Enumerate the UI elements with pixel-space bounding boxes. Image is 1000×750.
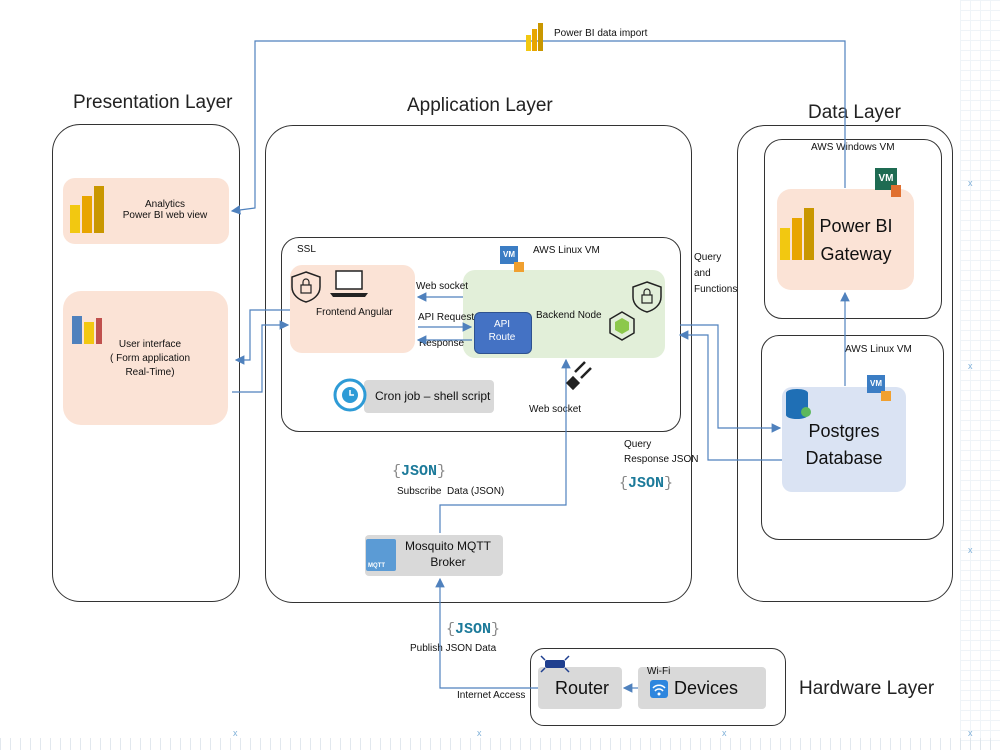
windows-vm-container	[764, 139, 942, 319]
cron-job-label: Cron job – shell script	[375, 389, 491, 403]
hardware-layer-frame	[530, 648, 786, 726]
linux-vm-container	[761, 335, 944, 540]
power-bi-icon-analytics	[70, 186, 104, 233]
data-layer-title: Data Layer	[808, 102, 901, 123]
connector-query-response	[678, 330, 782, 461]
power-bi-icon-gateway	[780, 208, 814, 260]
subscribe-label: Subscribe Data (JSON)	[397, 486, 505, 497]
json-tag-query: {JSON}	[619, 475, 674, 492]
plug-icon	[565, 361, 592, 391]
devices-label: Devices	[674, 678, 739, 698]
api-request-label: API Request	[418, 312, 475, 323]
connector-query-functions	[680, 324, 782, 433]
background-grid	[960, 0, 1000, 750]
shield-lock-icon-backend	[632, 281, 662, 313]
frontend-angular-label: Frontend Angular	[316, 307, 393, 318]
aws-windows-vm-label: AWS Windows VM	[811, 142, 895, 153]
postgres-database-label: Postgres Database	[805, 421, 883, 468]
wifi-label: Wi-Fi	[647, 666, 671, 677]
json-tag-publish: {JSON}	[446, 621, 501, 638]
shield-lock-icon-frontend	[291, 271, 321, 303]
cross-marker: x	[968, 728, 973, 738]
api-route-box	[474, 312, 532, 354]
connector-subscribe	[439, 358, 571, 533]
application-layer-frame	[265, 125, 692, 603]
aws-linux-vm-label-app: AWS Linux VM	[533, 245, 600, 256]
cross-marker: x	[233, 728, 238, 738]
hardware-layer-title: Hardware Layer	[799, 678, 935, 699]
internet-access-label: Internet Access	[457, 690, 526, 701]
connector-publish	[435, 577, 538, 689]
node-hexagon-icon	[609, 311, 635, 341]
vm-sub-badge-windows	[891, 185, 901, 197]
vm-sub-badge-app	[514, 262, 524, 272]
postgres-db-icon	[786, 389, 811, 419]
analytics-label: Analytics Power BI web view	[122, 199, 208, 221]
response-label: Response	[419, 338, 465, 349]
user-interface-box	[63, 291, 228, 425]
vm-sub-badge-data	[881, 391, 891, 401]
ui-form-icon	[72, 316, 102, 344]
laptop-icon	[330, 270, 368, 297]
backend-node-label: Backend Node	[536, 310, 602, 321]
router-icon	[540, 655, 570, 673]
vm-badge-data: VM	[867, 375, 885, 393]
aws-linux-vm-label-data: AWS Linux VM	[845, 344, 912, 355]
query-response-label: Query Response JSON	[624, 439, 699, 465]
json-tag-subscribe: {JSON}	[392, 463, 447, 480]
connector-ui-frontend-2	[232, 320, 290, 393]
query-functions-label: Query and Functions	[694, 252, 738, 295]
cross-marker: x	[968, 178, 973, 188]
cron-job-box	[364, 380, 494, 413]
cross-marker: x	[722, 728, 727, 738]
cross-marker: x	[968, 361, 973, 371]
vm-badge-app: VM	[500, 246, 518, 264]
connector-ui-frontend-1	[234, 309, 290, 365]
cross-marker: x	[968, 545, 973, 555]
presentation-layer-title: Presentation Layer	[73, 92, 233, 113]
ssl-label: SSL	[297, 244, 316, 255]
mqtt-icon: MQTT	[366, 539, 396, 571]
application-layer-title: Application Layer	[407, 95, 553, 116]
api-route-label: API Route	[488, 319, 516, 343]
web-socket-top-label: Web socket	[416, 281, 469, 292]
cron-clock-icon	[333, 378, 367, 412]
cross-marker: x	[477, 728, 482, 738]
web-socket-bottom-label: Web socket	[529, 404, 582, 415]
power-bi-gateway-label: Power BI Gateway	[819, 216, 893, 264]
publish-json-label: Publish JSON Data	[410, 643, 497, 654]
background-grid-bottom	[0, 738, 1000, 750]
wifi-icon	[650, 680, 668, 698]
router-box	[538, 667, 622, 709]
user-interface-label: User interface ( Form application Real-T…	[109, 339, 191, 378]
connector-powerbi-import	[230, 40, 846, 215]
power-bi-import-label: Power BI data import	[554, 28, 648, 39]
power-bi-icon-top	[526, 23, 543, 51]
vm-badge-windows: VM	[875, 168, 897, 190]
router-label: Router	[555, 678, 610, 698]
mqtt-broker-label: Mosquito MQTT Broker	[404, 539, 491, 569]
